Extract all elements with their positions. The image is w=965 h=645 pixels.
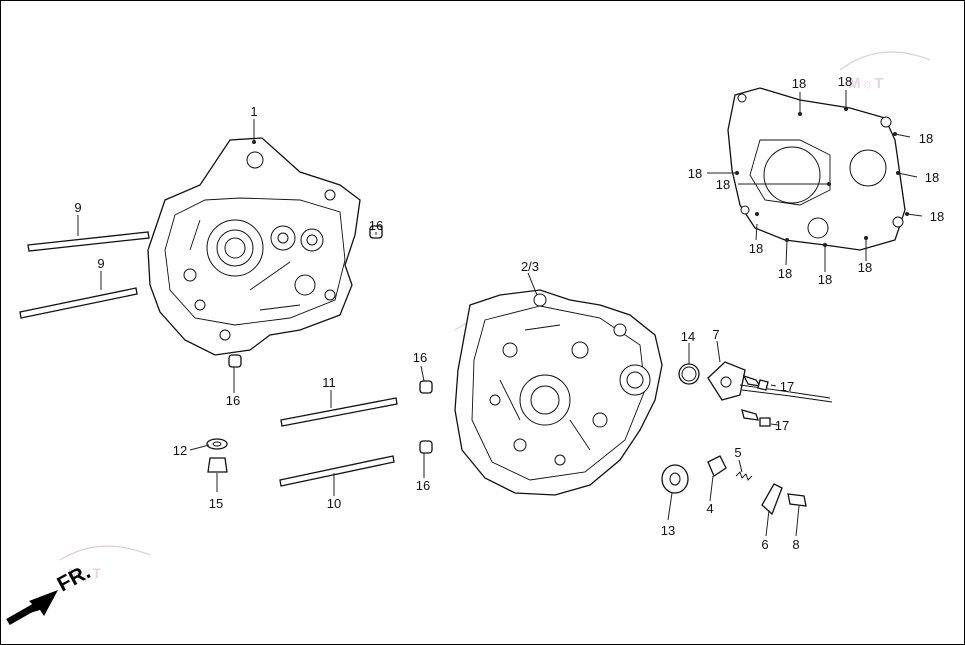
- washer-drawing: [206, 438, 228, 450]
- callout-16-a: 16: [369, 218, 383, 233]
- callout-16-c: 16: [413, 350, 427, 365]
- callout-5: 5: [734, 445, 741, 460]
- front-arrow-icon: [6, 590, 58, 626]
- callout-6: 6: [761, 537, 768, 552]
- callout-10: 10: [327, 496, 341, 511]
- callout-18-a: 18: [792, 76, 806, 91]
- callout-4: 4: [706, 501, 713, 516]
- crankcase-left-drawing: [454, 289, 663, 496]
- bolt-8-drawing: [787, 493, 807, 507]
- callout-8: 8: [792, 537, 799, 552]
- callout-18-e: 18: [716, 177, 730, 192]
- callout-12: 12: [173, 443, 187, 458]
- callout-2-3: 2/3: [521, 259, 539, 274]
- neutral-switch-drawing: [707, 361, 833, 403]
- setting-plate-drawing: [761, 483, 783, 516]
- watermark-logo-top: M☼T: [839, 51, 931, 92]
- callout-17-a: 17: [780, 379, 794, 394]
- callout-18-c: 18: [919, 131, 933, 146]
- callout-18-f: 18: [925, 170, 939, 185]
- callout-13: 13: [661, 523, 675, 538]
- oil-seal-drawing: [661, 464, 689, 494]
- callout-labels: 1 2/3 4 5 6 7 8 9 9 10 11 12 13 14 15 16…: [74, 74, 944, 552]
- callout-18-i: 18: [778, 266, 792, 281]
- crankcase-right-drawing: [147, 137, 361, 356]
- callout-9-lower: 9: [97, 256, 104, 271]
- bolt-17-drawing: [741, 374, 771, 427]
- callout-14: 14: [681, 329, 695, 344]
- svg-text:M☼T: M☼T: [848, 75, 883, 92]
- watermark-logo-bottom: M☼T: [59, 545, 151, 581]
- leader-lines: [77, 90, 923, 537]
- callout-16-d: 16: [416, 478, 430, 493]
- o-ring-drawing: [678, 363, 700, 385]
- callout-11: 11: [322, 375, 336, 390]
- stud-bolt-9-lower-drawing: [19, 287, 138, 319]
- stud-bolt-9-upper-drawing: [27, 231, 150, 252]
- stud-bolt-10-drawing: [279, 455, 395, 487]
- spring-drawing: [735, 471, 753, 481]
- leader-dots: [252, 107, 909, 247]
- callout-7: 7: [712, 327, 719, 342]
- callout-1: 1: [250, 104, 257, 119]
- svg-text:M☼T: M☼T: [68, 565, 101, 581]
- callout-18-h: 18: [749, 241, 763, 256]
- callout-18-d: 18: [688, 166, 702, 181]
- callout-18-g: 18: [930, 209, 944, 224]
- callout-18-k: 18: [858, 260, 872, 275]
- callout-18-b: 18: [838, 74, 852, 89]
- callout-18-j: 18: [818, 272, 832, 287]
- callout-9-upper: 9: [74, 200, 81, 215]
- stud-bolt-11-drawing: [280, 397, 398, 427]
- drain-bolt-drawing: [207, 457, 228, 473]
- oil-strainer-drawing: [707, 455, 727, 477]
- gasket-drawing: [727, 87, 906, 251]
- callout-15: 15: [209, 496, 223, 511]
- callout-16-b: 16: [226, 393, 240, 408]
- callout-17-b: 17: [775, 418, 789, 433]
